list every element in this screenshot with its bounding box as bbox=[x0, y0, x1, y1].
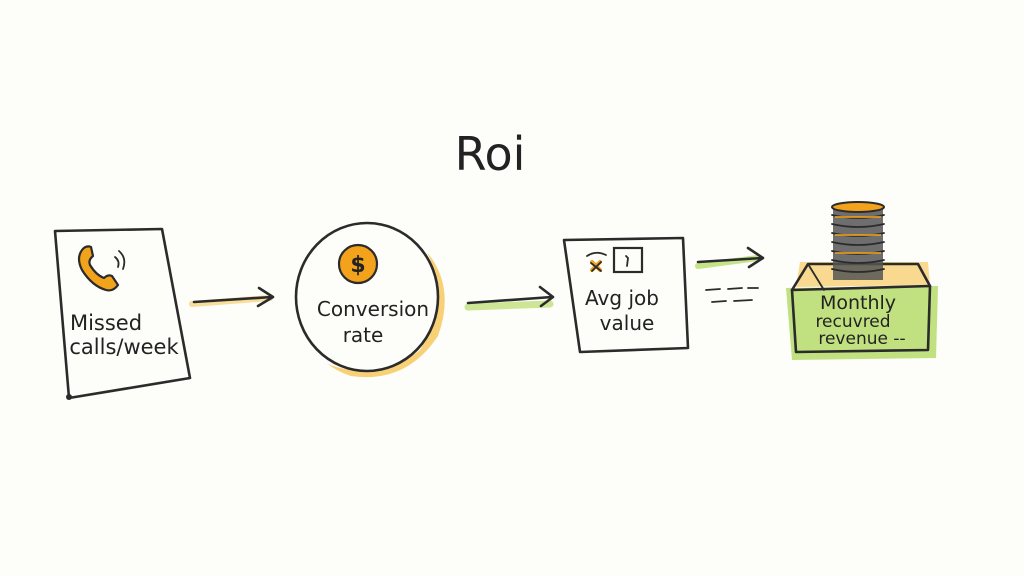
phone-icon bbox=[77, 245, 126, 292]
coin-stack-icon bbox=[831, 201, 885, 280]
revenue-box bbox=[790, 284, 932, 354]
conversion-rate-circle bbox=[294, 221, 440, 373]
node-avg-job-value: Avg job value bbox=[562, 236, 690, 354]
dollar-coin-icon: $ bbox=[337, 243, 379, 285]
diagram-title: Roi bbox=[455, 127, 526, 181]
coin-symbol: $ bbox=[350, 253, 365, 278]
node-missed-calls: Missed calls/week bbox=[53, 227, 192, 400]
arrow-2 bbox=[464, 285, 555, 311]
avg-job-value-label-line2: value bbox=[600, 311, 655, 335]
arrow-1 bbox=[189, 286, 275, 308]
arrow-3 bbox=[695, 246, 765, 303]
revenue-label-line3: revenue -- bbox=[818, 329, 905, 349]
tools-icon bbox=[586, 246, 644, 274]
revenue-label-line1: Monthly bbox=[820, 292, 896, 314]
missed-calls-label-line1: Missed bbox=[70, 311, 142, 335]
conversion-rate-label-line1: Conversion bbox=[317, 297, 429, 321]
missed-calls-label-line2: calls/week bbox=[69, 335, 179, 359]
missed-calls-card bbox=[53, 227, 192, 400]
conversion-rate-label-line2: rate bbox=[343, 323, 384, 347]
avg-job-value-label-line1: Avg job bbox=[585, 286, 659, 310]
node-monthly-recurred-revenue: Monthly recuvred revenue -- bbox=[786, 201, 938, 360]
revenue-label-line2: recuvred bbox=[815, 312, 890, 332]
node-conversion-rate: $ Conversion rate bbox=[293, 221, 445, 378]
